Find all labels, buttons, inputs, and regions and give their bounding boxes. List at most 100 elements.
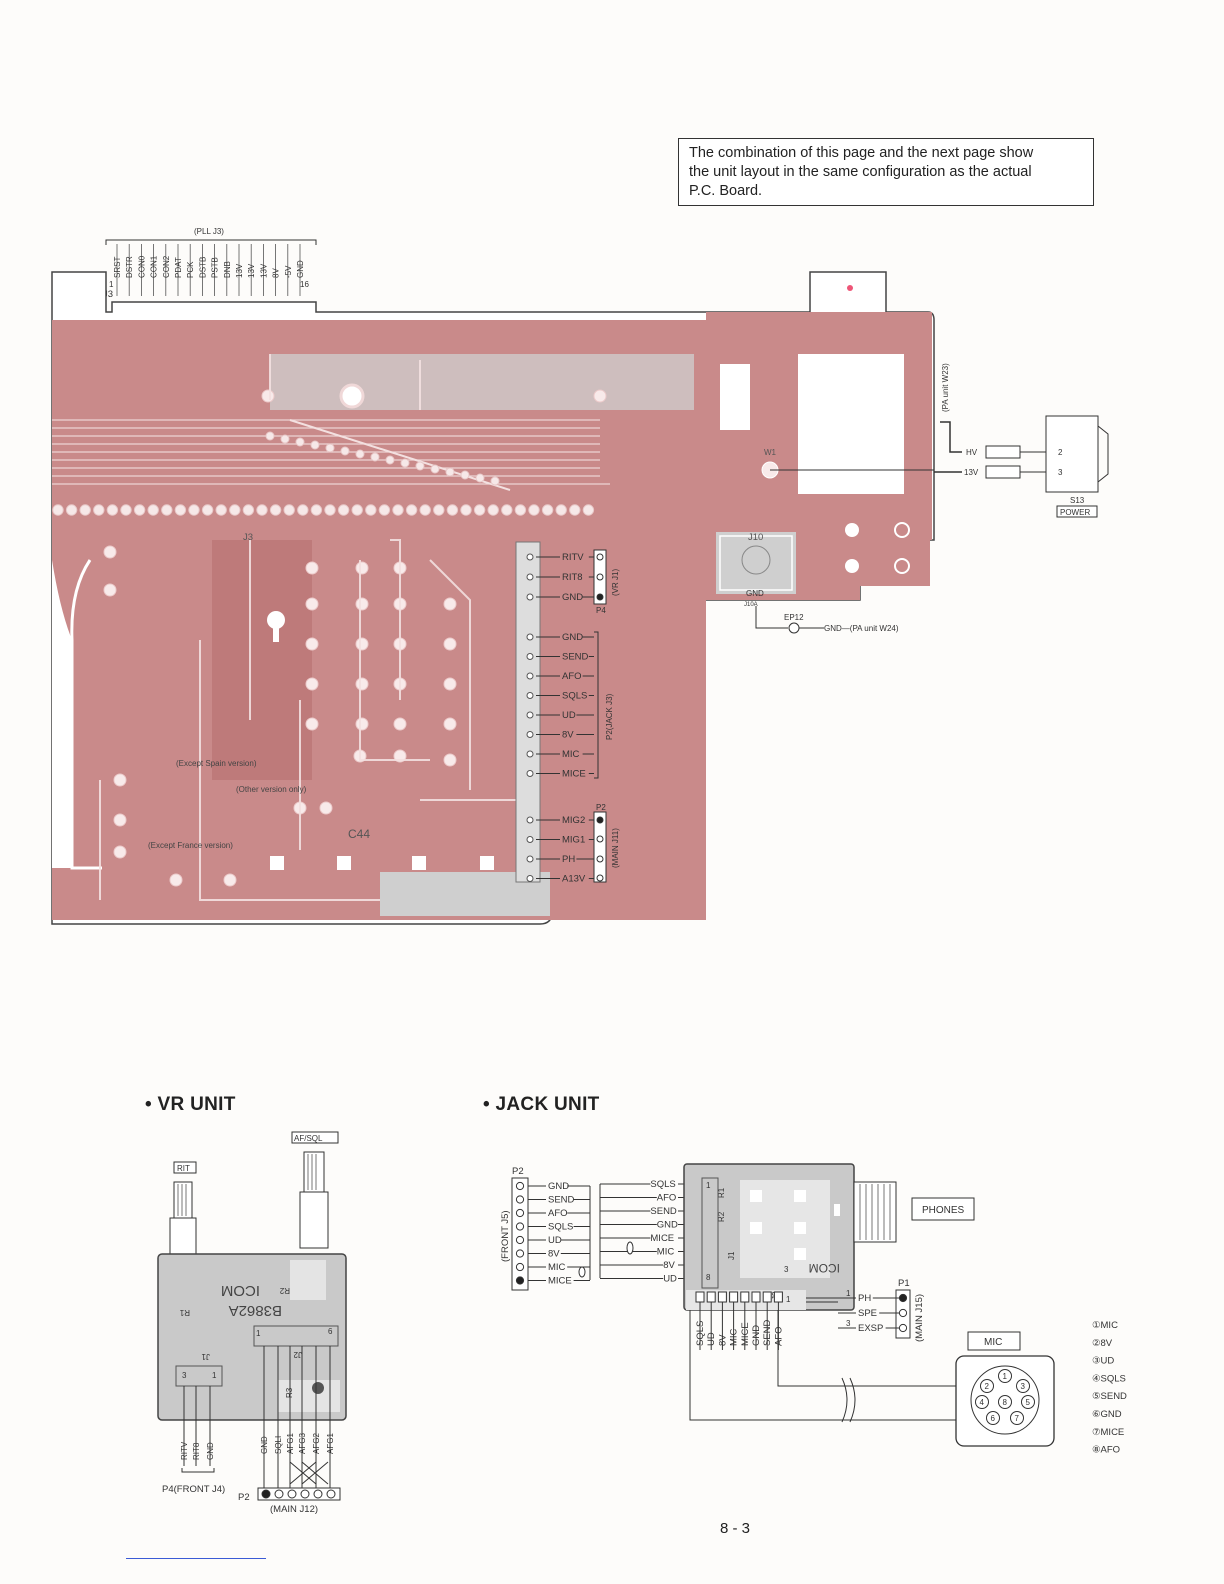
jack-j3-pin-7: MIC — [562, 749, 580, 760]
mic-pin-6: 6 — [991, 1414, 996, 1423]
jack-ref-r2: R2 — [717, 1211, 726, 1222]
vr-ref-j2: J2 — [293, 1350, 302, 1359]
pll-pin-1: SRST — [113, 257, 122, 278]
main-j11-name: (MAIN J11) — [611, 828, 620, 868]
rit-label: RIT — [177, 1164, 190, 1173]
board-w1-label: W1 — [764, 448, 777, 457]
phones-label: PHONES — [922, 1205, 965, 1216]
vr-p4-name: P4(FRONT J4) — [162, 1484, 225, 1495]
jack-p1-pin-3: EXSP — [858, 1323, 883, 1334]
jack-right-pin-7: 8V — [663, 1260, 675, 1271]
13v-label: 13V — [964, 468, 979, 477]
afsql-label: AF/SQL — [294, 1134, 323, 1143]
pll-pin-10: DNB — [223, 261, 232, 278]
mic-pin-1: 1 — [1003, 1372, 1008, 1381]
jack-j3-pin-3: AFO — [562, 671, 582, 682]
jack-left-pin-1: GND — [548, 1181, 569, 1192]
ep12-label: EP12 — [784, 613, 804, 622]
pll-pin-5: CON2 — [162, 255, 171, 278]
vr-j1-pin-1: RITV — [562, 552, 584, 563]
pll-pin-15: -5V — [284, 265, 293, 278]
vr-pin-mark-2: 1 — [212, 1371, 217, 1380]
jack-pin-mark-8: 8 — [706, 1273, 711, 1282]
jack-p1-mark-3: 3 — [846, 1319, 851, 1328]
jack-bottom-pin-1: SQLS — [695, 1321, 706, 1346]
jack-right-pin-5: MICE — [650, 1233, 674, 1244]
jack-j3-pin-8: MICE — [562, 769, 586, 780]
pll-pin-2: DSTR — [125, 256, 134, 278]
vr-ref-r2: R2 — [279, 1286, 290, 1295]
pa-gnd-label: GND—(PA unit W24) — [824, 624, 899, 633]
board-j10-label: J10 — [748, 532, 763, 543]
mic-pin-4: 4 — [980, 1398, 985, 1407]
main-j11-pin-1: MIG2 — [562, 815, 585, 826]
vr-pin-mark-1: 3 — [182, 1371, 187, 1380]
pll-pin-8: DSTB — [198, 257, 207, 278]
jack-unit-heading: • JACK UNIT — [483, 1094, 600, 1115]
jack-j3-name: P2(JACK J3) — [605, 693, 614, 740]
jack-bottom-pin-7: SEND — [762, 1319, 773, 1346]
jack-bottom-pin-8: AFO — [773, 1326, 784, 1346]
mic-legend-7: ⑦MICE — [1092, 1427, 1124, 1438]
jack-right-pin-3: SEND — [650, 1206, 677, 1217]
pll-first-pin: 1 — [109, 280, 114, 289]
vr-brand: ICOM — [221, 1282, 260, 1299]
jack-unit-diagram: P2 (FRONT J5) GNDSENDAFOSQLSUD8VMICMICE … — [500, 1163, 1127, 1456]
pll-ref: J3 — [103, 289, 113, 300]
jack-ref-r1: R1 — [717, 1187, 726, 1198]
jack-bottom-pin-3: 8V — [717, 1334, 728, 1346]
pll-pin-9: PSTB — [211, 257, 220, 278]
vr-ref-r1: R1 — [179, 1308, 190, 1317]
pll-pin-3: CON0 — [137, 255, 146, 278]
jack-right-pin-2: AFO — [657, 1193, 677, 1204]
ground-wiring: GND J10A EP12 GND—(PA unit W24) — [744, 589, 899, 634]
mic-pin-3: 3 — [1021, 1382, 1026, 1391]
vr-p2-pin-1: GND — [260, 1436, 269, 1454]
pll-title: (PLL J3) — [194, 227, 224, 236]
vr-ref-j1: J1 — [201, 1352, 210, 1361]
main-j11-pin-3: PH — [562, 854, 575, 865]
jack-bottom-pin-2: UD — [706, 1332, 717, 1346]
jack-left-pin-3: AFO — [548, 1208, 568, 1219]
jack-pin-mark-1b: 1 — [786, 1295, 791, 1304]
jack-j3-pin-5: UD — [562, 710, 576, 721]
vr-p2-pin-4: AFG3 — [298, 1433, 307, 1454]
jack-pin-mark-3: 3 — [784, 1265, 789, 1274]
vr-part: B3862A — [229, 1302, 282, 1319]
pll-pin-6: PDAT — [174, 257, 183, 278]
vr-p2-pin-3: AFG1 — [286, 1433, 295, 1454]
switch-pin3: 3 — [1058, 468, 1063, 477]
pll-pin-16: GND — [296, 260, 305, 278]
vr-pin-mark-4: 6 — [328, 1327, 333, 1336]
label-except-france: (Except France version) — [148, 841, 233, 850]
jack-ref-j1: J1 — [727, 1251, 736, 1260]
label-other-version: (Other version only) — [236, 785, 307, 794]
vr-p2-pin-5: AFG2 — [312, 1433, 321, 1454]
main-j11-pin-2: MIG1 — [562, 835, 585, 846]
pa-unit-w23-label: (PA unit W23) — [941, 363, 950, 412]
mic-legend-6: ⑥GND — [1092, 1409, 1122, 1420]
jack-pin-mark-1: 1 — [706, 1181, 711, 1190]
layout-note: The combination of this page and the nex… — [678, 138, 1094, 206]
footer-rule — [126, 1558, 266, 1559]
vr-j1-pin-3: GND — [562, 592, 583, 603]
mic-pin-7: 7 — [1015, 1414, 1020, 1423]
vr-unit-heading: • VR UNIT — [145, 1094, 236, 1115]
jack-brand: ICOM — [809, 1261, 840, 1275]
j10a-label: J10A — [744, 602, 758, 608]
note-line-2: the unit layout in the same configuratio… — [689, 164, 1032, 180]
label-except-spain: (Except Spain version) — [176, 759, 257, 768]
jack-front-name: (FRONT J5) — [500, 1210, 511, 1262]
power-switch-wiring: (PA unit W23) HV 13V 2 3 S13 POWER — [770, 363, 1109, 518]
mic-legend-2: ②8V — [1092, 1338, 1113, 1349]
vr-p2-ref: P2 — [238, 1492, 250, 1503]
pll-pin-12: 13V — [247, 263, 256, 278]
jack-bottom-pin-5: MICE — [740, 1322, 751, 1346]
board-c44-label: C44 — [348, 827, 370, 841]
mic-pin-5: 5 — [1026, 1398, 1031, 1407]
vr-p4-pin-2: RIT8 — [192, 1442, 201, 1460]
